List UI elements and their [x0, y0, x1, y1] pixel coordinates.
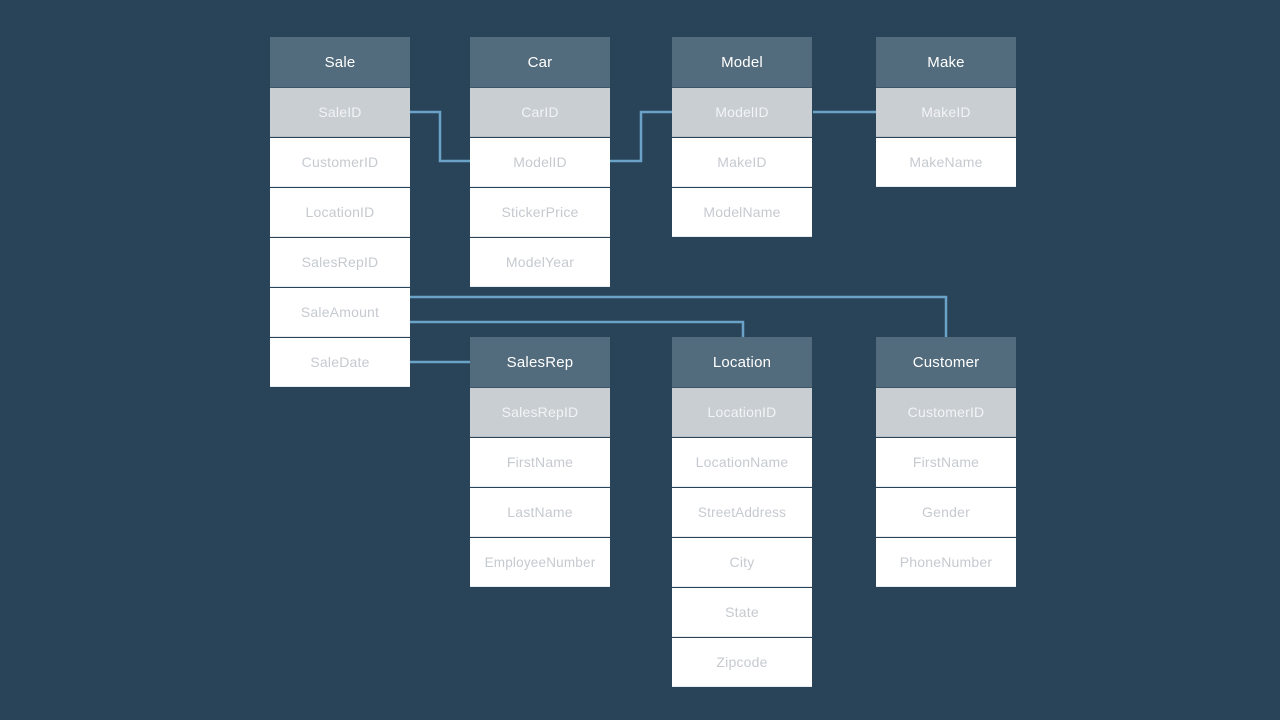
field-state[interactable]: State — [672, 587, 812, 637]
primary-key-field-salesrepid[interactable]: SalesRepID — [470, 387, 610, 437]
field-zipcode[interactable]: Zipcode — [672, 637, 812, 687]
field-modelyear[interactable]: ModelYear — [470, 237, 610, 287]
entity-title-model: Model — [672, 37, 812, 87]
field-firstname[interactable]: FirstName — [876, 437, 1016, 487]
field-modelname[interactable]: ModelName — [672, 187, 812, 237]
field-saleamount[interactable]: SaleAmount — [270, 287, 410, 337]
field-salesrepid[interactable]: SalesRepID — [270, 237, 410, 287]
field-saledate[interactable]: SaleDate — [270, 337, 410, 387]
field-streetaddress[interactable]: StreetAddress — [672, 487, 812, 537]
primary-key-field-carid[interactable]: CarID — [470, 87, 610, 137]
field-phonenumber[interactable]: PhoneNumber — [876, 537, 1016, 587]
field-firstname[interactable]: FirstName — [470, 437, 610, 487]
field-customerid[interactable]: CustomerID — [270, 137, 410, 187]
field-gender[interactable]: Gender — [876, 487, 1016, 537]
field-locationname[interactable]: LocationName — [672, 437, 812, 487]
field-employeenumber[interactable]: EmployeeNumber — [470, 537, 610, 587]
primary-key-field-saleid[interactable]: SaleID — [270, 87, 410, 137]
field-modelid[interactable]: ModelID — [470, 137, 610, 187]
relationship-line-0 — [410, 110, 470, 163]
entity-title-location: Location — [672, 337, 812, 387]
field-stickerprice[interactable]: StickerPrice — [470, 187, 610, 237]
entity-title-car: Car — [470, 37, 610, 87]
entity-title-customer: Customer — [876, 337, 1016, 387]
entity-title-salesrep: SalesRep — [470, 337, 610, 387]
field-makename[interactable]: MakeName — [876, 137, 1016, 187]
field-city[interactable]: City — [672, 537, 812, 587]
entity-title-sale: Sale — [270, 37, 410, 87]
primary-key-field-locationid[interactable]: LocationID — [672, 387, 812, 437]
entity-title-make: Make — [876, 37, 1016, 87]
primary-key-field-customerid[interactable]: CustomerID — [876, 387, 1016, 437]
relationship-line-3 — [410, 295, 948, 337]
relationship-line-1 — [610, 110, 672, 163]
primary-key-field-makeid[interactable]: MakeID — [876, 87, 1016, 137]
relationship-line-4 — [410, 320, 745, 337]
field-lastname[interactable]: LastName — [470, 487, 610, 537]
field-locationid[interactable]: LocationID — [270, 187, 410, 237]
primary-key-field-modelid[interactable]: ModelID — [672, 87, 812, 137]
field-makeid[interactable]: MakeID — [672, 137, 812, 187]
